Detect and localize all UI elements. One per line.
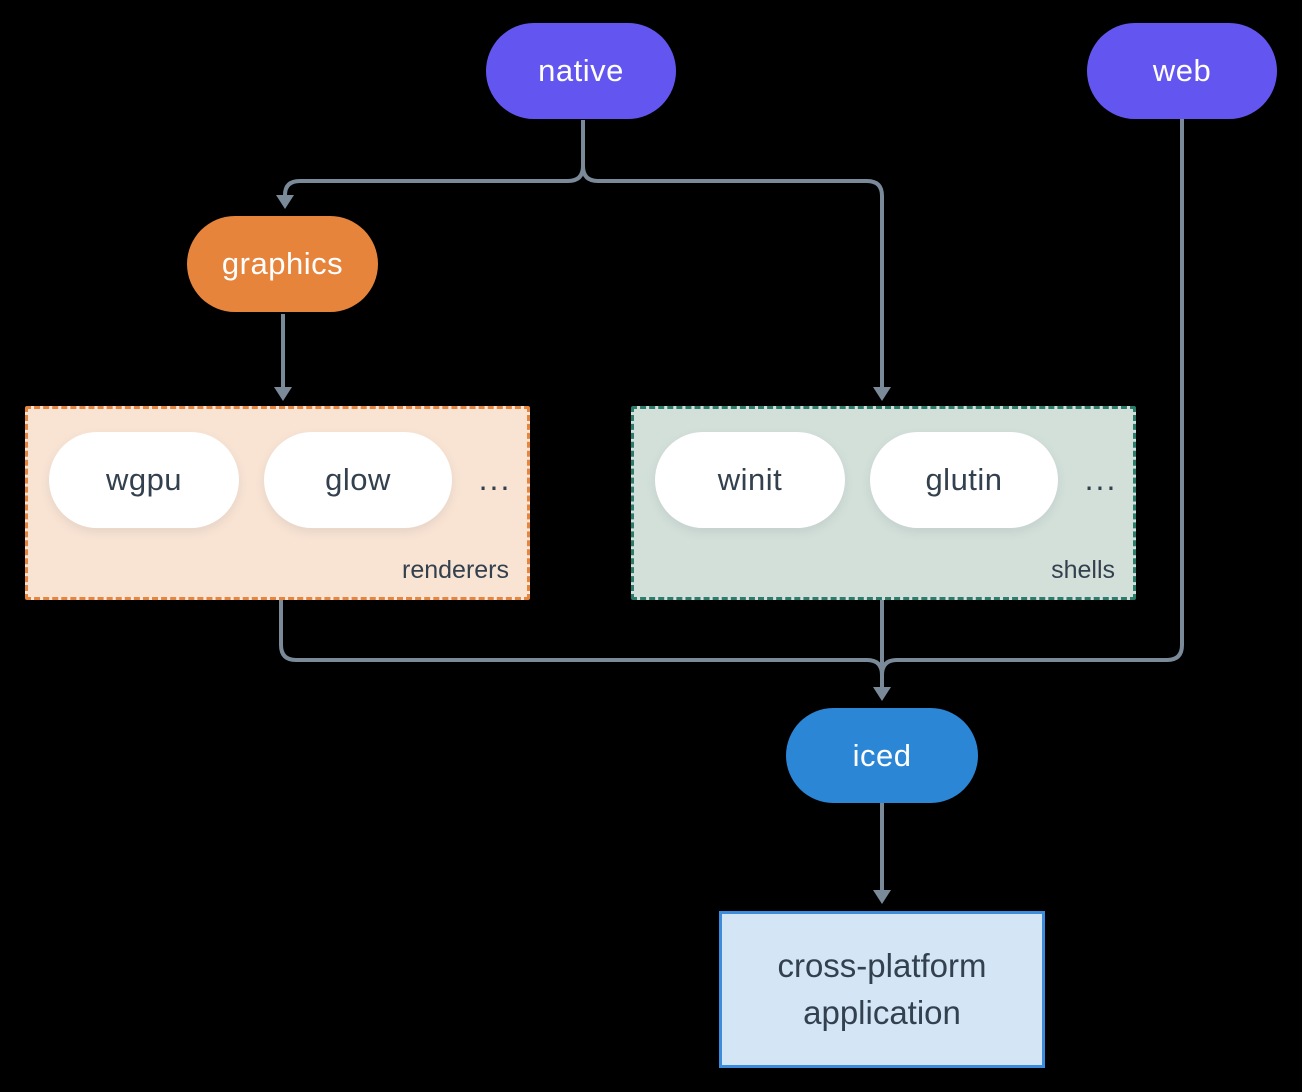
shells-group-label: shells: [1051, 556, 1115, 584]
connector-native-to-shells: [581, 165, 884, 387]
node-web: web: [1087, 23, 1277, 119]
arrowhead-app: [873, 890, 891, 904]
renderers-ellipsis: ...: [478, 461, 512, 497]
node-glutin-label: glutin: [925, 462, 1003, 497]
node-iced-label: iced: [852, 737, 912, 773]
renderers-group-label: renderers: [402, 556, 509, 584]
connector-renderers-to-iced: [279, 599, 884, 676]
node-winit-label: winit: [717, 462, 783, 497]
connector-native-to-graphics: [283, 165, 585, 196]
arrowhead-iced: [873, 687, 891, 701]
node-iced: iced: [786, 708, 978, 803]
node-cross-platform-application: cross-platform application: [719, 911, 1045, 1068]
node-glutin: glutin: [870, 432, 1058, 528]
node-graphics: graphics: [187, 216, 378, 312]
node-native: native: [486, 23, 676, 119]
arrowhead-renderers: [274, 387, 292, 401]
app-label-line1: cross-platform: [777, 946, 987, 984]
shells-ellipsis: ...: [1084, 461, 1118, 497]
node-wgpu-label: wgpu: [105, 462, 183, 497]
node-graphics-label: graphics: [221, 246, 344, 281]
node-wgpu: wgpu: [49, 432, 239, 528]
node-glow-label: glow: [325, 462, 391, 497]
group-shells: winit glutin ... shells: [631, 406, 1136, 600]
node-web-label: web: [1152, 53, 1212, 88]
node-glow: glow: [264, 432, 452, 528]
node-native-label: native: [538, 53, 624, 88]
app-label-line2: application: [803, 993, 961, 1031]
group-renderers: wgpu glow ... renderers: [25, 406, 530, 600]
node-winit: winit: [655, 432, 845, 528]
arrowhead-graphics: [276, 195, 294, 209]
arrowhead-shells: [873, 387, 891, 401]
